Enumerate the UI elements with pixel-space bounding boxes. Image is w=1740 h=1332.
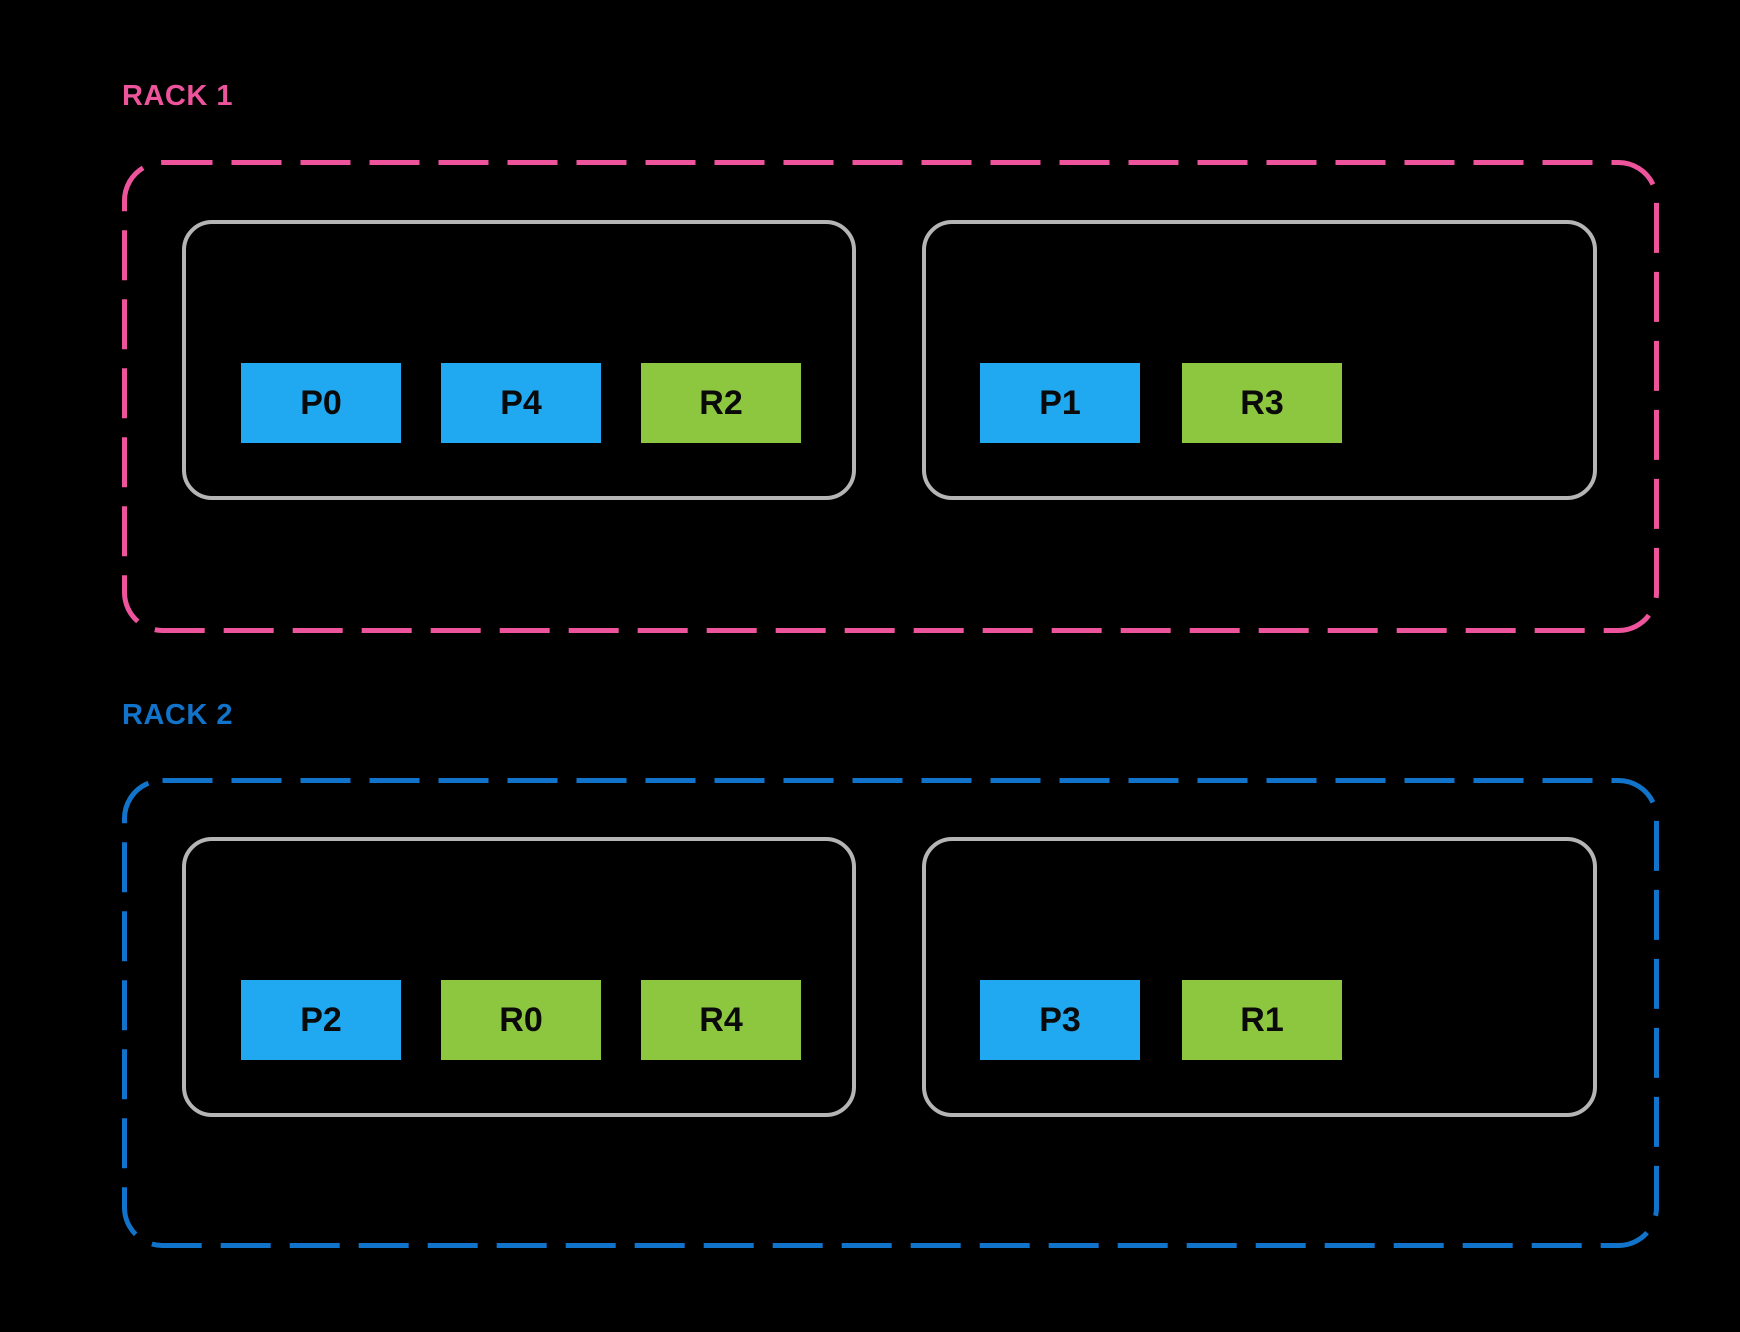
pod-block-p2: P2 xyxy=(241,980,401,1060)
rack1-host1-box: P0 P4 R2 xyxy=(182,220,856,500)
rack2-host1-box: P2 R0 R4 xyxy=(182,837,856,1117)
rack1-host2-box: P1 R3 xyxy=(922,220,1597,500)
replica-block-r1: R1 xyxy=(1182,980,1342,1060)
rack2-title: RACK 2 xyxy=(122,699,233,731)
replica-block-r3: R3 xyxy=(1182,363,1342,443)
pod-block-p0: P0 xyxy=(241,363,401,443)
rack1-title: RACK 1 xyxy=(122,80,233,112)
rack1-dashed-boundary xyxy=(122,160,1659,633)
rack2-dashed-boundary xyxy=(122,778,1659,1248)
pod-block-p4: P4 xyxy=(441,363,601,443)
replica-block-r2: R2 xyxy=(641,363,801,443)
replica-block-r4: R4 xyxy=(641,980,801,1060)
rack2-host2-box: P3 R1 xyxy=(922,837,1597,1117)
pod-block-p3: P3 xyxy=(980,980,1140,1060)
pod-block-p1: P1 xyxy=(980,363,1140,443)
replica-block-r0: R0 xyxy=(441,980,601,1060)
